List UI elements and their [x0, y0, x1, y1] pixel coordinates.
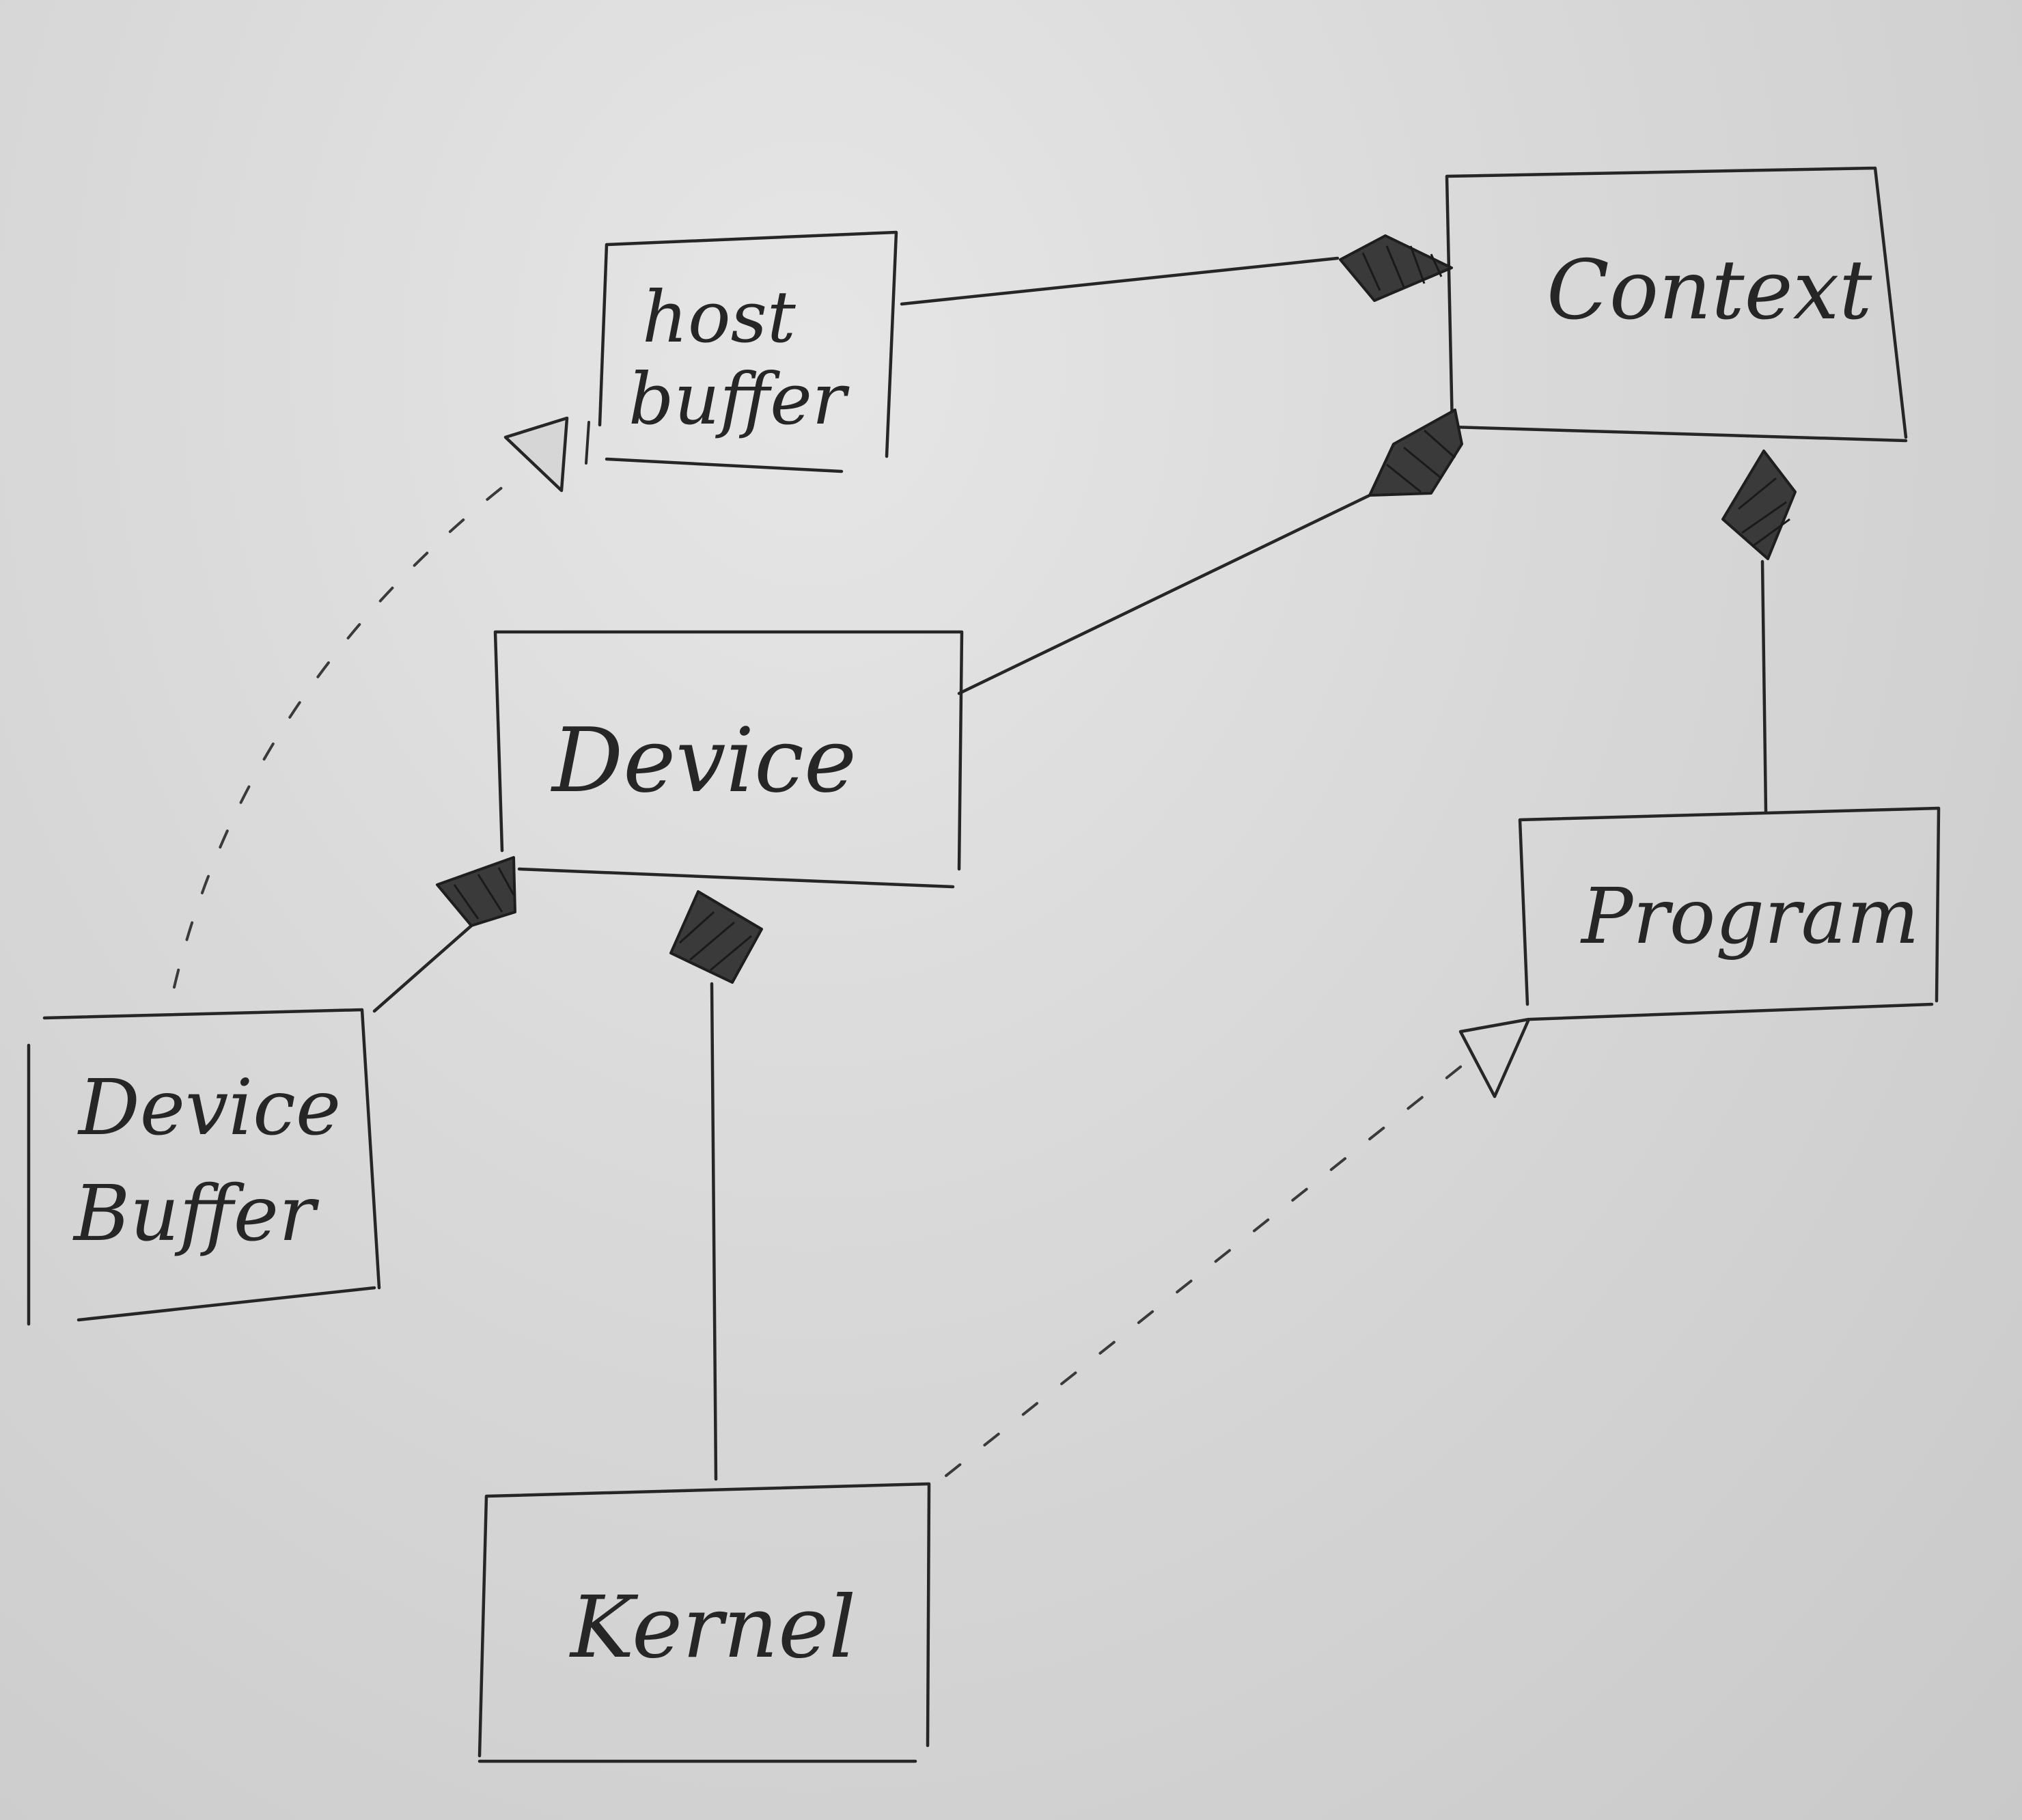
realization-triangle [503, 416, 569, 493]
context-box[interactable]: Context [1445, 166, 1908, 443]
program-box[interactable]: Program [1518, 806, 1941, 1021]
host-buffer-label-line1: host [642, 275, 796, 359]
composition-diamond [1721, 450, 1797, 560]
relation-hostbuffer-context [900, 234, 1453, 306]
relation-kernel-device [669, 890, 763, 1481]
host-buffer-label-line2: buffer [628, 357, 850, 441]
device-buffer-label-line2: Buffer [72, 1170, 320, 1258]
composition-diamond [1368, 409, 1463, 497]
kernel-label: Kernel [569, 1578, 856, 1677]
kernel-box[interactable]: Kernel [477, 1482, 931, 1763]
context-label: Context [1547, 243, 1872, 338]
relation-program-context [1721, 450, 1797, 814]
device-box[interactable]: Device [493, 630, 964, 889]
relation-devicebuffer-hostbuffer [173, 416, 569, 989]
relation-devicebuffer-device [372, 856, 516, 1013]
device-buffer-label-line1: Device [77, 1064, 341, 1153]
device-buffer-box[interactable]: Device Buffer [27, 1008, 381, 1326]
realization-triangle [1458, 1017, 1531, 1099]
program-label: Program [1580, 872, 1920, 961]
relation-device-context [957, 409, 1463, 695]
composition-diamond [436, 856, 516, 927]
relation-kernel-program [945, 1017, 1531, 1477]
device-label: Device [551, 708, 857, 812]
host-buffer-box[interactable]: host buffer [585, 230, 898, 473]
